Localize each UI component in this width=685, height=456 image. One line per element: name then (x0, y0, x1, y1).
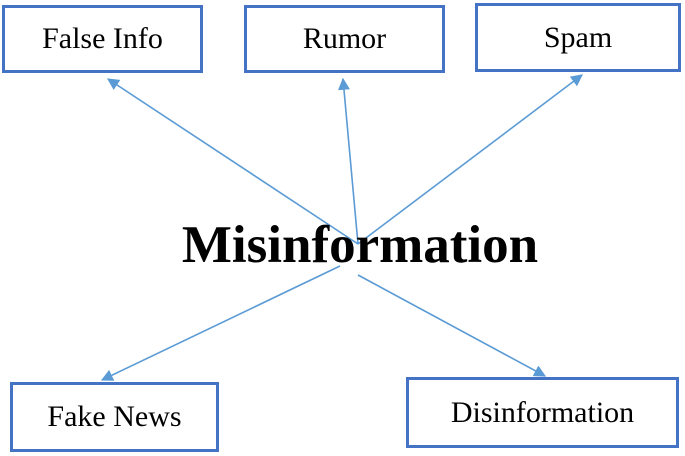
node-spam: Spam (475, 3, 681, 72)
arrow-to-fake-news (100, 265, 341, 381)
node-rumor-label: Rumor (302, 22, 387, 55)
node-disinformation-label: Disinformation (450, 395, 635, 429)
node-disinformation: Disinformation (406, 377, 679, 448)
node-fake-news-label: Fake News (47, 400, 182, 433)
arrow-to-rumor (338, 77, 359, 245)
node-false-info-label: False Info (42, 22, 163, 55)
node-fake-news: Fake News (10, 382, 219, 452)
arrow-to-spam (357, 74, 583, 245)
node-rumor: Rumor (244, 5, 445, 73)
node-spam-label: Spam (543, 20, 613, 54)
node-false-info: False Info (2, 5, 203, 73)
center-label: Misinformation (181, 216, 539, 274)
arrow-to-disinformation (357, 274, 547, 377)
arrow-to-false-info (106, 78, 359, 245)
